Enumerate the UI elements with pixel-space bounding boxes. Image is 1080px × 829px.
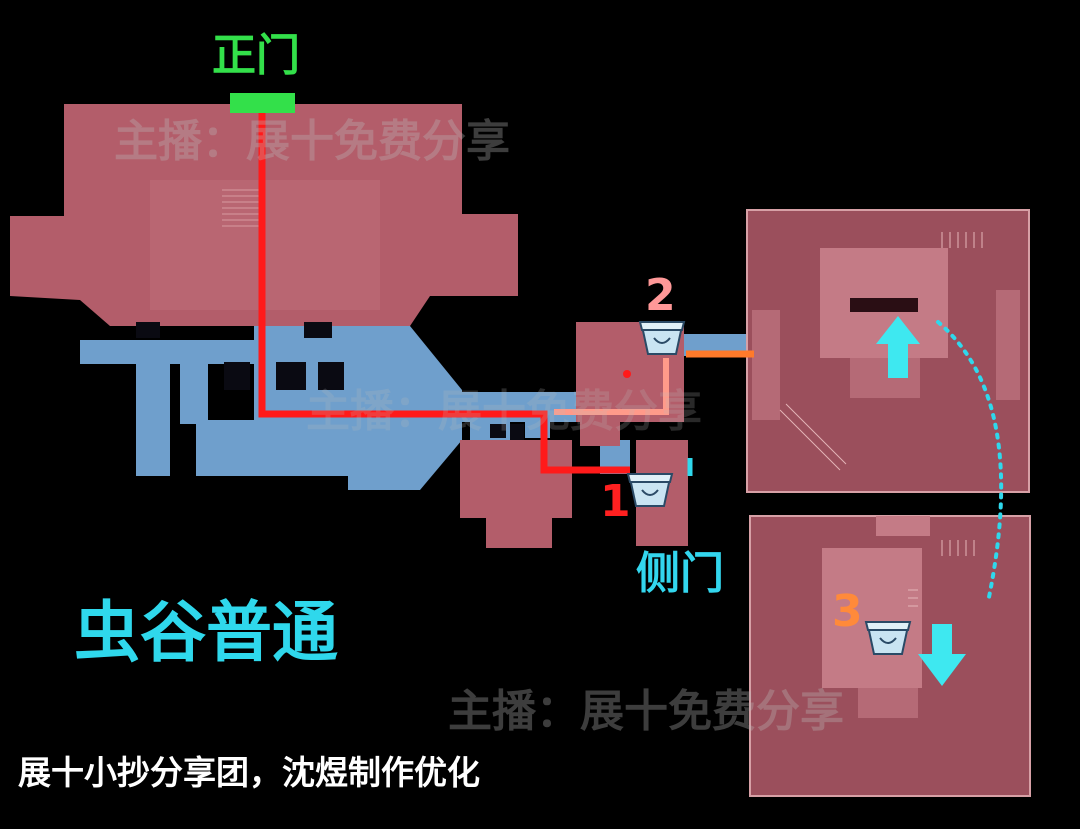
right-lower-stairs: [908, 540, 975, 607]
marker-number-1: 1: [600, 476, 631, 527]
treasure-chest-icon: [626, 473, 674, 507]
down-arrow-icon: [918, 624, 966, 686]
corridor-windows: [136, 322, 524, 440]
watermark-top: 主播：展十免费分享: [114, 116, 510, 167]
red-dot: [623, 370, 631, 378]
up-arrow-icon: [876, 316, 920, 378]
map-title: 虫谷普通: [74, 594, 338, 671]
alt-route: [554, 358, 669, 415]
right-lower-top: [876, 516, 930, 536]
treasure-chest-icon: [638, 321, 686, 355]
dotted-path: [936, 320, 1004, 604]
right-upper-stairs: [779, 232, 983, 471]
watermark-bottom: 主播：展十免费分享: [448, 686, 844, 737]
right-upper-inner: [850, 298, 918, 312]
cross-room: [460, 440, 572, 548]
marker-number-3: 3: [832, 586, 863, 637]
main-gate-marker: [230, 93, 295, 113]
main-route: [258, 104, 630, 474]
right-upper-base: [850, 358, 920, 398]
marker-number-2: 2: [645, 270, 676, 321]
right-lower-base: [858, 688, 918, 718]
center-right-lower: [580, 422, 620, 446]
treasure-chest-icon: [864, 621, 912, 655]
main-gate-label: 正门: [212, 30, 300, 81]
watermark-middle: 主播：展十免费分享: [306, 386, 702, 437]
upper-stairs: [222, 189, 262, 227]
right-upper-pillar: [752, 310, 780, 420]
credit-line: 展十小抄分享团，沈煜制作优化: [18, 753, 480, 792]
side-gate-label: 侧门: [636, 548, 724, 599]
right-upper-tower: [996, 290, 1020, 400]
right-lower-building: [822, 548, 922, 688]
